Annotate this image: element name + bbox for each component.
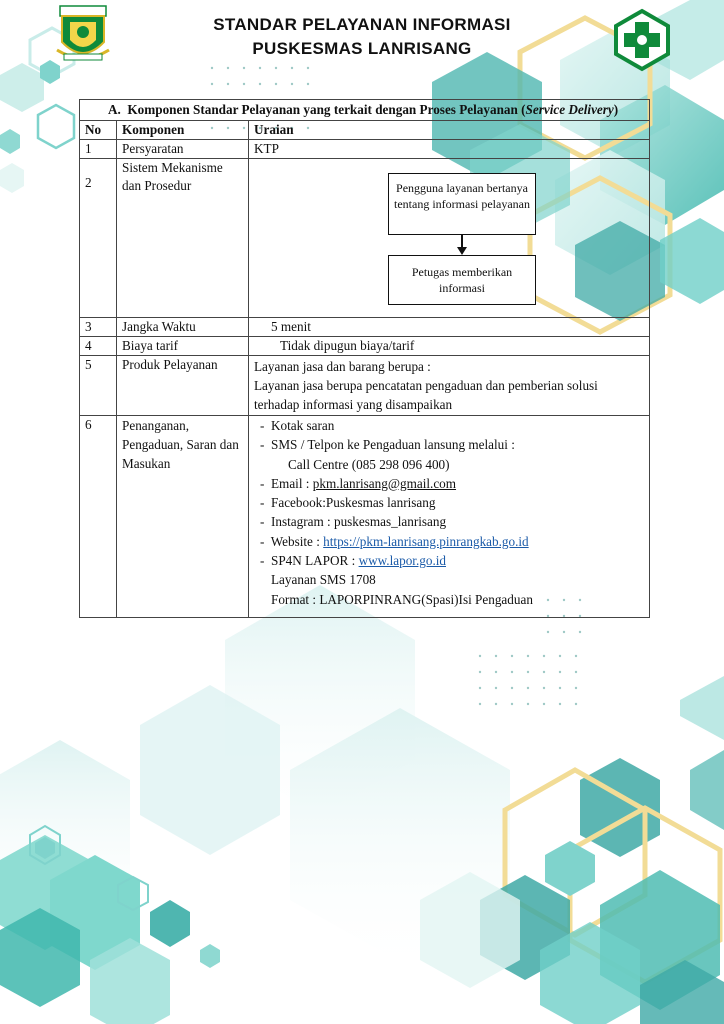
row-uraian-text: 5 menit bbox=[271, 319, 311, 334]
flow-step-2: Petugas memberikan informasi bbox=[388, 255, 536, 305]
list-item: - Email : pkm.lanrisang@gmail.com bbox=[260, 475, 457, 491]
row-komponen: Sistem Mekanisme dan Prosedur bbox=[116, 158, 249, 318]
flowchart-cell: Pengguna layanan bertanya tentang inform… bbox=[247, 158, 651, 318]
health-cross-icon bbox=[614, 8, 670, 72]
col-header-komponen: Komponen bbox=[116, 120, 249, 140]
table-row: 5 Produk Pelayanan Layanan jasa dan bara… bbox=[79, 355, 651, 416]
table-row: 1 Persyaratan KTP bbox=[79, 139, 651, 159]
item-call-centre: Call Centre (085 298 096 400) bbox=[288, 456, 450, 472]
procedure-flowchart: Pengguna layanan bertanya tentang inform… bbox=[254, 159, 644, 317]
list-item: - SMS / Telpon ke Pengaduan lansung mela… bbox=[260, 437, 515, 453]
regency-emblem-icon bbox=[56, 5, 110, 61]
email-link[interactable]: pkm.lanrisang@gmail.com bbox=[312, 475, 457, 491]
produk-line2: Layanan jasa berupa pencatatan pengaduan… bbox=[254, 378, 598, 412]
complaint-channels: - Kotak saran - SMS / Telpon ke Pengadua… bbox=[247, 415, 651, 618]
produk-line1: Layanan jasa dan barang berupa : bbox=[254, 359, 431, 374]
table-row: 3 Jangka Waktu 5 menit bbox=[79, 317, 651, 337]
service-standard-document: A. Komponen Standar Pelayanan yang terka… bbox=[78, 99, 651, 618]
item-instagram: Instagram : puskesmas_lanrisang bbox=[271, 514, 447, 530]
row-komponen: Jangka Waktu bbox=[116, 317, 249, 337]
item-kotak-saran: Kotak saran bbox=[271, 418, 335, 433]
row-komponen: Biaya tarif bbox=[116, 336, 249, 356]
section-title-text: Komponen Standar Pelayanan yang terkait … bbox=[127, 102, 526, 117]
lapor-link[interactable]: www.lapor.go.id bbox=[358, 553, 446, 569]
page-title-line2: PUSKESMAS LANRISANG bbox=[252, 39, 472, 58]
row-uraian: KTP bbox=[247, 139, 651, 159]
flow-arrow-line bbox=[461, 235, 463, 249]
list-item: - Kotak saran bbox=[260, 418, 335, 433]
flow-step-1: Pengguna layanan bertanya tentang inform… bbox=[388, 173, 536, 235]
table-row: 4 Biaya tarif Tidak dipugun biaya/tarif bbox=[79, 336, 651, 356]
table-row: 2 Sistem Mekanisme dan Prosedur Pengguna… bbox=[79, 158, 651, 318]
section-header-row: A. Komponen Standar Pelayanan yang terka… bbox=[78, 99, 651, 121]
row-uraian-text: Tidak dipugun biaya/tarif bbox=[280, 338, 415, 353]
item-format: Format : LAPORPINRANG(Spasi)Isi Pengadua… bbox=[271, 591, 533, 607]
row-uraian: Layanan jasa dan barang berupa : Layanan… bbox=[247, 355, 651, 416]
table-header-row: No Komponen Uraian bbox=[79, 120, 651, 140]
lapor-label: SP4N LAPOR : bbox=[271, 553, 359, 569]
section-title: A. Komponen Standar Pelayanan yang terka… bbox=[78, 99, 651, 121]
section-prefix: A. bbox=[108, 102, 121, 117]
row-komponen: Persyaratan bbox=[116, 139, 249, 159]
table-row: 6 Penanganan, Pengaduan, Saran dan Masuk… bbox=[79, 415, 651, 618]
list-item: - Facebook:Puskesmas lanrisang bbox=[260, 495, 436, 511]
arrow-down-icon bbox=[457, 247, 467, 255]
page-title-line1: STANDAR PELAYANAN INFORMASI bbox=[213, 15, 511, 34]
row-no: 1 bbox=[79, 139, 117, 159]
row-komponen: Produk Pelayanan bbox=[116, 355, 249, 416]
website-label: Website : bbox=[270, 533, 324, 549]
section-title-italic: Service Delivery bbox=[525, 102, 614, 117]
service-standard-table: A. Komponen Standar Pelayanan yang terka… bbox=[78, 99, 651, 618]
item-sms-1708: Layanan SMS 1708 bbox=[271, 572, 376, 588]
row-uraian: Tidak dipugun biaya/tarif bbox=[247, 336, 651, 356]
list-item: - Website : https://pkm-lanrisang.pinran… bbox=[260, 533, 529, 549]
list-item: - SP4N LAPOR : www.lapor.go.id bbox=[260, 553, 446, 569]
email-label: Email : bbox=[271, 475, 313, 491]
col-header-no: No bbox=[79, 120, 117, 140]
row-no: 5 bbox=[79, 355, 117, 416]
item-sms: SMS / Telpon ke Pengaduan lansung melalu… bbox=[271, 437, 515, 453]
col-header-uraian: Uraian bbox=[247, 120, 651, 140]
row-no: 6 bbox=[79, 415, 117, 618]
row-no: 2 bbox=[79, 158, 117, 318]
website-link[interactable]: https://pkm-lanrisang.pinrangkab.go.id bbox=[323, 533, 529, 549]
item-facebook: Facebook:Puskesmas lanrisang bbox=[271, 495, 436, 511]
row-no: 3 bbox=[79, 317, 117, 337]
row-no: 4 bbox=[79, 336, 117, 356]
list-item: - Instagram : puskesmas_lanrisang bbox=[260, 514, 447, 530]
section-title-end: ) bbox=[613, 102, 619, 117]
row-komponen: Penanganan, Pengaduan, Saran dan Masukan bbox=[116, 415, 249, 618]
row-uraian: 5 menit bbox=[247, 317, 651, 337]
